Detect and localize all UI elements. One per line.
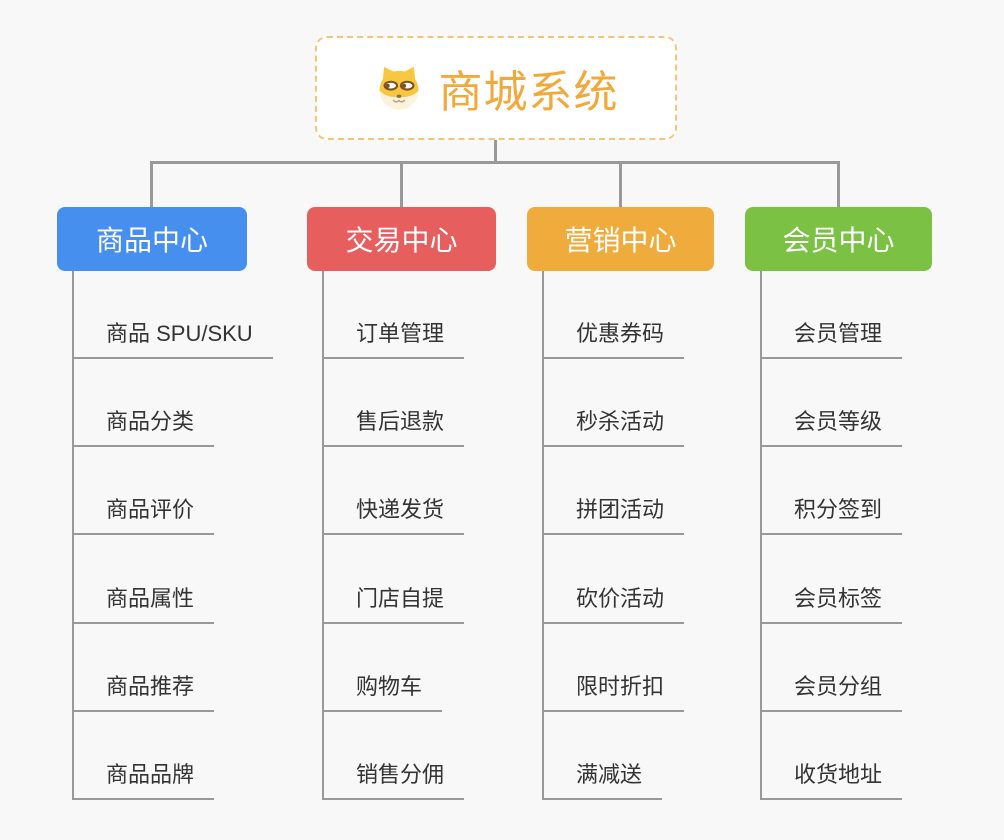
column-line <box>542 271 544 800</box>
leaf-node[interactable]: 会员标签 <box>760 584 903 624</box>
leaf-node[interactable]: 购物车 <box>322 672 443 712</box>
root-stem-connector <box>494 140 497 163</box>
leaf-node[interactable]: 门店自提 <box>322 584 465 624</box>
leaf-node[interactable]: 订单管理 <box>322 319 465 359</box>
leaf-node[interactable]: 优惠券码 <box>542 319 685 359</box>
leaf-node[interactable]: 销售分佣 <box>322 760 465 800</box>
leaf-node[interactable]: 限时折扣 <box>542 672 685 712</box>
leaf-node[interactable]: 快递发货 <box>322 495 465 535</box>
branch-drop-connector <box>400 162 403 207</box>
leaf-node[interactable]: 商品评价 <box>72 495 215 535</box>
branch-node-member-center[interactable]: 会员中心 <box>745 207 932 271</box>
leaf-node[interactable]: 售后退款 <box>322 407 465 447</box>
branch-drop-connector <box>150 162 153 207</box>
leaf-node[interactable]: 会员等级 <box>760 407 903 447</box>
leaf-node[interactable]: 商品分类 <box>72 407 215 447</box>
branch-node-trade-center[interactable]: 交易中心 <box>307 207 496 271</box>
leaf-node[interactable]: 会员分组 <box>760 672 903 712</box>
shiba-dog-icon <box>374 63 424 113</box>
leaf-node[interactable]: 商品属性 <box>72 584 215 624</box>
leaf-node[interactable]: 砍价活动 <box>542 584 685 624</box>
branch-drop-connector <box>619 162 622 207</box>
leaf-node[interactable]: 会员管理 <box>760 319 903 359</box>
root-title: 商城系统 <box>438 68 619 117</box>
branch-node-marketing-center[interactable]: 营销中心 <box>527 207 714 271</box>
column-line <box>322 271 324 800</box>
leaf-node[interactable]: 拼团活动 <box>542 495 685 535</box>
root-node[interactable]: 商城系统 <box>315 36 677 140</box>
leaf-node[interactable]: 商品 SPU/SKU <box>72 319 273 359</box>
column-line <box>72 271 74 800</box>
leaf-node[interactable]: 商品推荐 <box>72 672 215 712</box>
branch-horizontal-connector <box>150 161 840 164</box>
leaf-node[interactable]: 积分签到 <box>760 495 903 535</box>
leaf-node[interactable]: 收货地址 <box>760 760 903 800</box>
branch-node-product-center[interactable]: 商品中心 <box>57 207 247 271</box>
leaf-node[interactable]: 商品品牌 <box>72 760 215 800</box>
column-line <box>760 271 762 800</box>
branch-drop-connector <box>837 162 840 207</box>
leaf-node[interactable]: 满减送 <box>542 760 663 800</box>
leaf-node[interactable]: 秒杀活动 <box>542 407 685 447</box>
